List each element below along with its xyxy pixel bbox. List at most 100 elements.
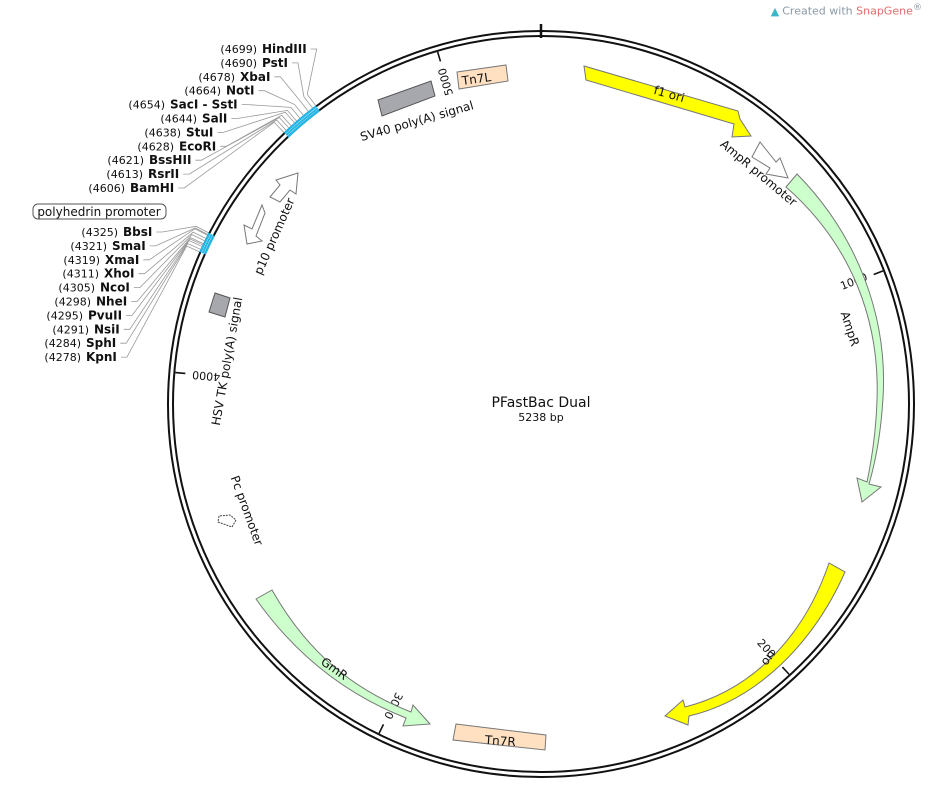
ruler-tick-label: 5000 (436, 66, 456, 97)
mcs-arc (287, 109, 320, 138)
feature-gmr[interactable]: GmR (255, 589, 432, 727)
p10-arrow-left (243, 203, 266, 245)
site-position: (4291) (52, 323, 89, 336)
site-leader-line (241, 104, 301, 119)
site-leader-line (120, 243, 201, 344)
polyhedrin-promoter-label: polyhedrin promoter (37, 205, 160, 219)
site-leader-line (143, 228, 208, 261)
site-position: (4284) (44, 337, 81, 350)
sv40-label: SV40 poly(A) signal (359, 98, 476, 144)
brand-prefix: Created with (782, 4, 857, 18)
site-position: (4298) (54, 296, 91, 309)
site-leader-line (274, 76, 309, 112)
feature-hsv-tk[interactable]: HSV TK poly(A) signal (208, 292, 245, 427)
polyhedrin-promoter-tag[interactable]: polyhedrin promoter (32, 203, 167, 220)
site-name: XbaI (240, 70, 270, 84)
site-leader-line (195, 117, 290, 161)
site-leader-line (131, 237, 204, 302)
pc-promoter-label: Pc promoter (228, 474, 266, 548)
site-position: (4613) (106, 168, 143, 181)
site-name: SphI (86, 336, 116, 350)
snapgene-logo-icon: ▲ (770, 4, 780, 18)
tn7r-box (452, 723, 547, 751)
feature-ampr-promoter[interactable]: AmpR promoter (718, 137, 800, 209)
p10-promoter-label: p10 promoter (251, 196, 297, 277)
site-position: (4305) (58, 282, 95, 295)
site-name: StuI (186, 125, 213, 139)
feature-ori[interactable]: ori (664, 562, 846, 726)
tn7l-box (456, 64, 509, 90)
site-name: HindIII (262, 42, 307, 56)
plasmid-length: 5238 bp (518, 411, 563, 424)
site-position: (4638) (144, 126, 181, 139)
feature-p10-promoter[interactable]: p10 promoter (243, 172, 299, 277)
site-name: EcoRI (179, 139, 216, 153)
ruler-tick (781, 666, 790, 675)
site-leader-line (291, 62, 313, 109)
feature-sv40[interactable]: SV40 poly(A) signal (359, 80, 476, 144)
brand-credit: ▲Created with SnapGene® (771, 2, 922, 18)
hsv-tk-box (208, 292, 231, 318)
mcs-arc (203, 234, 215, 255)
site-name: NcoI (100, 281, 130, 295)
ruler-tick (378, 724, 385, 734)
mcs-arc (285, 107, 319, 136)
mcs-arc (283, 105, 317, 134)
mcs-highlight (199, 105, 320, 255)
feature-tn7r[interactable]: Tn7R (452, 723, 547, 751)
site-leader-line (123, 240, 202, 330)
site-name: PstI (262, 56, 288, 70)
site-leader-line (138, 231, 206, 275)
site-position: (4699) (220, 43, 257, 56)
site-name: SacI - SstI (170, 98, 238, 112)
feature-f1-ori[interactable]: f1 ori (583, 65, 752, 138)
site-name: KpnI (86, 350, 117, 364)
hsv-tk-label: HSV TK poly(A) signal (209, 296, 245, 426)
site-leader-line (133, 234, 205, 289)
site-position: (4628) (137, 140, 174, 153)
site-position: (4678) (198, 71, 235, 84)
site-leader-line (183, 119, 287, 175)
site-name: XhoI (104, 267, 135, 281)
ampr-label: AmpR (838, 310, 862, 348)
ruler-tick (436, 51, 442, 62)
polyhedrin-promoter-box (32, 203, 167, 220)
site-position: (4321) (70, 240, 107, 253)
site-leader-line (149, 227, 208, 247)
site-name: BbsI (123, 225, 152, 239)
pc-promoter-arrow (217, 514, 237, 528)
site-position: (4654) (128, 99, 165, 112)
feature-ampr[interactable]: AmpR (785, 173, 885, 503)
site-name: XmaI (105, 253, 139, 267)
site-leader-line (220, 114, 292, 147)
site-name: SalI (202, 112, 227, 126)
site-position: (4319) (63, 254, 100, 267)
site-position: (4295) (46, 309, 83, 322)
mcs-arc (201, 233, 213, 254)
site-name: NotI (226, 84, 255, 98)
brand-mark: ® (912, 2, 922, 13)
site-position: (4311) (62, 268, 99, 281)
site-position: (4325) (81, 226, 118, 239)
ruler-tick (873, 270, 884, 276)
site-position: (4621) (107, 154, 144, 167)
site-name: BssHII (149, 153, 191, 167)
site-position: (4664) (184, 85, 221, 98)
sv40-box (377, 80, 436, 117)
p10-arrow-right (269, 172, 299, 203)
mcs-arc (199, 232, 211, 253)
site-leader-line (178, 121, 285, 189)
feature-pc-promoter[interactable]: Pc promoter (217, 474, 266, 548)
feature-tn7l[interactable]: Tn7L (456, 64, 509, 90)
restriction-sites: HindIII(4699)PstI(4690)XbaI(4678)NotI(46… (44, 42, 318, 364)
site-position: (4278) (44, 351, 81, 364)
site-leader-line (120, 245, 200, 358)
tn7l-label: Tn7L (460, 70, 492, 88)
plasmid-name: PFastBac Dual (491, 395, 590, 411)
f1-ori-arrow (583, 65, 752, 138)
tn7r-label: Tn7R (483, 733, 516, 749)
gmr-arrow (255, 589, 432, 727)
site-leader-line (126, 238, 203, 316)
ampr-promoter-arrow (751, 141, 789, 179)
